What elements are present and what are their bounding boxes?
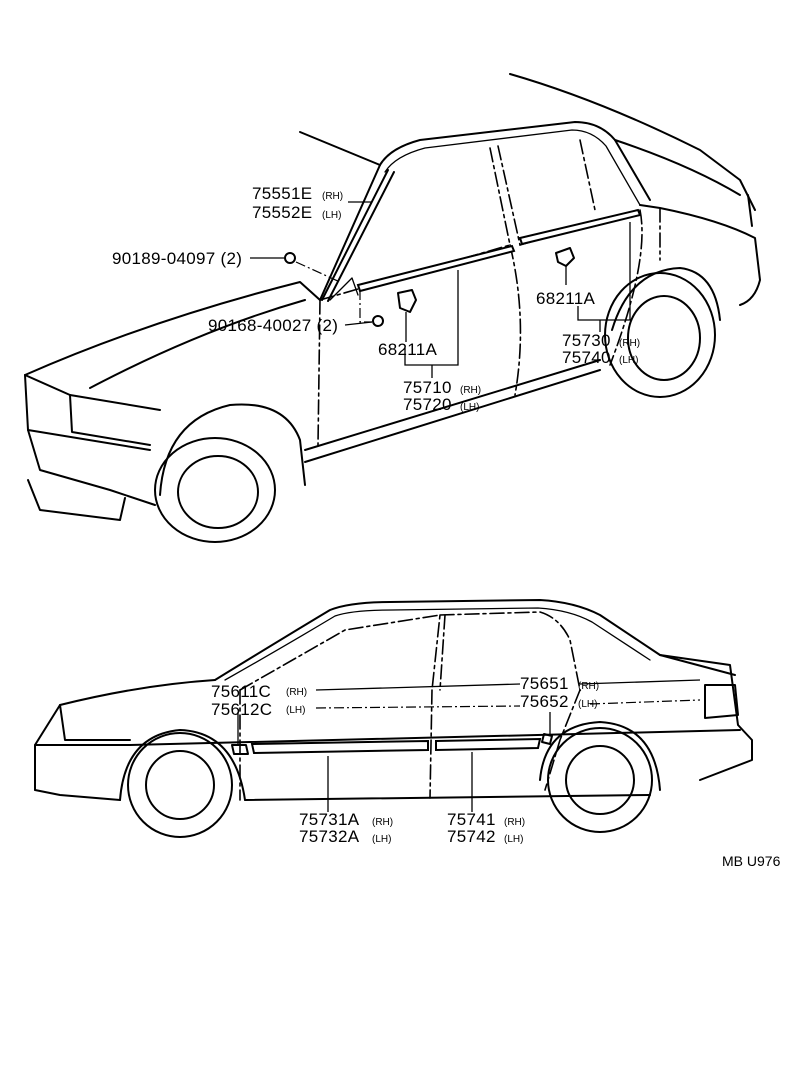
svg-text:(LH): (LH) bbox=[286, 705, 305, 716]
top-view-leader-lines bbox=[250, 201, 631, 378]
svg-text:(LH): (LH) bbox=[372, 834, 391, 845]
label-90168-40027: 90168-40027 (2) bbox=[208, 316, 338, 335]
svg-text:75652: 75652 bbox=[520, 692, 569, 711]
svg-text:75710: 75710 bbox=[403, 378, 452, 397]
svg-text:75732A: 75732A bbox=[299, 827, 360, 846]
label-75720: 75720 (LH) bbox=[403, 395, 479, 414]
label-75551E: 75551E (RH) bbox=[252, 184, 343, 203]
label-75651: 75651 (RH) bbox=[520, 674, 599, 693]
svg-text:(LH): (LH) bbox=[322, 210, 341, 221]
svg-text:(RH): (RH) bbox=[372, 817, 393, 828]
label-75740: 75740 (LH) bbox=[562, 348, 638, 367]
perspective-car-illustration bbox=[24, 73, 761, 543]
svg-text:75720: 75720 bbox=[403, 395, 452, 414]
svg-text:(RH): (RH) bbox=[619, 338, 640, 349]
label-75742: 75742 (LH) bbox=[447, 827, 523, 846]
label-75741: 75741 (RH) bbox=[447, 810, 525, 829]
side-car-illustration bbox=[34, 599, 753, 838]
label-75611C: 75611C (RH) bbox=[211, 682, 307, 701]
svg-text:(RH): (RH) bbox=[322, 191, 343, 202]
label-68211A-front: 68211A bbox=[378, 340, 438, 359]
diagram-code: MB U976 bbox=[722, 853, 781, 869]
svg-text:(LH): (LH) bbox=[619, 355, 638, 366]
svg-text:75651: 75651 bbox=[520, 674, 569, 693]
svg-text:(RH): (RH) bbox=[460, 385, 481, 396]
label-75612C: 75612C (LH) bbox=[211, 700, 305, 719]
label-75710: 75710 (RH) bbox=[403, 378, 481, 397]
label-75730: 75730 (RH) bbox=[562, 331, 640, 350]
label-75552E: 75552E (LH) bbox=[252, 203, 341, 222]
label-75732A: 75732A (LH) bbox=[299, 827, 391, 846]
svg-text:(LH): (LH) bbox=[504, 834, 523, 845]
label-90189-04097: 90189-04097 (2) bbox=[112, 249, 242, 268]
label-68211A-rear: 68211A bbox=[536, 289, 596, 308]
label-75731A: 75731A (RH) bbox=[299, 810, 393, 829]
svg-text:(RH): (RH) bbox=[504, 817, 525, 828]
svg-text:75551E: 75551E bbox=[252, 184, 312, 203]
svg-text:(LH): (LH) bbox=[460, 402, 479, 413]
svg-text:75741: 75741 bbox=[447, 810, 496, 829]
svg-text:75740: 75740 bbox=[562, 348, 611, 367]
svg-text:(RH): (RH) bbox=[578, 681, 599, 692]
svg-text:75612C: 75612C bbox=[211, 700, 272, 719]
svg-text:(LH): (LH) bbox=[578, 699, 597, 710]
svg-text:(RH): (RH) bbox=[286, 687, 307, 698]
svg-text:75552E: 75552E bbox=[252, 203, 312, 222]
svg-text:75731A: 75731A bbox=[299, 810, 360, 829]
svg-text:75730: 75730 bbox=[562, 331, 611, 350]
label-75652: 75652 (LH) bbox=[520, 692, 597, 711]
svg-text:75742: 75742 bbox=[447, 827, 496, 846]
side-view-leader-lines bbox=[237, 679, 701, 812]
svg-text:75611C: 75611C bbox=[211, 682, 271, 701]
